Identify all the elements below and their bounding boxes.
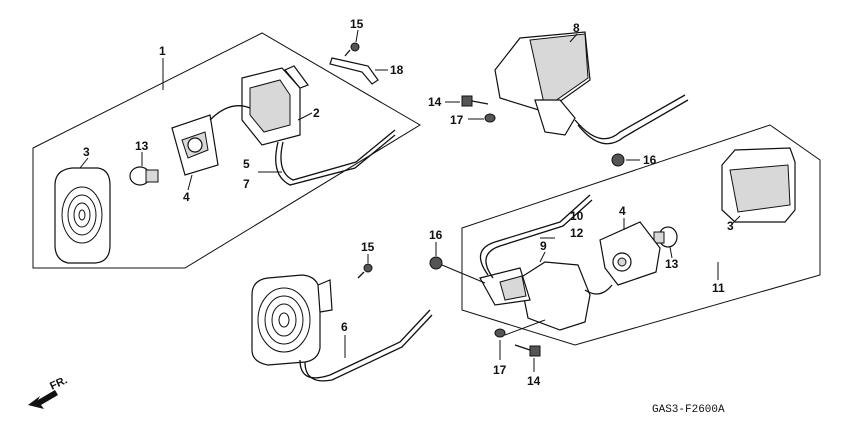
leader-8 <box>569 33 578 43</box>
callout-13-left: 13 <box>135 139 149 153</box>
washer-17-lower <box>494 328 506 338</box>
bolt-14-upper <box>461 95 489 107</box>
callout-4-left: 4 <box>183 190 190 204</box>
housing-right <box>479 261 591 331</box>
assembly-1-outline <box>32 32 421 269</box>
callout-9: 9 <box>540 239 547 253</box>
wire-harness-left-b <box>280 129 396 181</box>
wire-upper-right <box>574 94 686 140</box>
leader-9 <box>539 251 546 263</box>
callout-3-right: 3 <box>727 219 734 233</box>
callout-5: 5 <box>243 157 250 171</box>
leader-4a <box>187 174 193 191</box>
callout-15-lower: 15 <box>361 240 375 254</box>
callout-11: 11 <box>712 281 725 295</box>
wire-harness-right-b <box>485 199 593 279</box>
wire-harness-left <box>275 134 396 186</box>
socket-right <box>599 221 661 286</box>
assembly-11-outline <box>461 124 821 346</box>
callout-14-upper: 14 <box>428 95 442 109</box>
diagram-code: GAS3-F2600A <box>652 404 725 416</box>
leader-15a <box>355 29 359 43</box>
callout-14-lower: 14 <box>527 374 541 388</box>
screw-15-top <box>344 42 360 57</box>
callout-10: 10 <box>570 209 584 223</box>
lens-left-front <box>54 167 111 264</box>
callout-12: 12 <box>570 226 584 240</box>
socket-left <box>171 114 219 176</box>
callout-4-right: 4 <box>619 204 626 218</box>
nut-16-upper <box>611 153 625 167</box>
callout-15-top: 15 <box>350 17 364 31</box>
leader-17b-ext <box>504 319 546 336</box>
callout-16-upper: 16 <box>643 153 657 167</box>
bulb-left <box>129 166 159 186</box>
bolt-14-lower <box>514 344 541 357</box>
callout-6: 6 <box>341 320 348 334</box>
turn-signal-lower-left <box>251 274 333 366</box>
washer-17-upper <box>484 113 496 123</box>
callout-8: 8 <box>573 21 580 35</box>
callout-16-lower: 16 <box>429 228 443 242</box>
leader-16b-ext <box>441 264 486 284</box>
callout-7: 7 <box>243 177 250 191</box>
callout-3-left: 3 <box>83 145 90 159</box>
wire-upper-right-b <box>577 99 689 145</box>
leader-3b <box>731 215 741 225</box>
wire-lower-left-b <box>304 314 433 382</box>
wire-harness-right <box>479 194 591 276</box>
wire-socket-left <box>209 105 251 121</box>
bracket-18 <box>329 57 379 85</box>
callout-17-upper: 17 <box>450 113 464 127</box>
leader-3a <box>79 157 89 169</box>
wire-socket-right <box>584 284 613 295</box>
callout-1: 1 <box>159 44 166 58</box>
housing-left <box>241 65 309 146</box>
turn-signal-upper-right <box>494 31 591 136</box>
callout-2: 2 <box>313 106 320 120</box>
callout-18: 18 <box>390 63 404 77</box>
leader-13b <box>669 246 673 259</box>
bulb-right <box>653 226 678 248</box>
screw-15-lower <box>357 263 373 279</box>
front-label: FR. <box>48 374 69 392</box>
lens-right-rear <box>721 147 796 223</box>
leader-2 <box>297 112 313 121</box>
callout-13-right: 13 <box>665 257 679 271</box>
callout-17-lower: 17 <box>493 363 507 377</box>
nut-16-lower <box>429 256 443 270</box>
front-direction-arrow <box>28 390 58 409</box>
